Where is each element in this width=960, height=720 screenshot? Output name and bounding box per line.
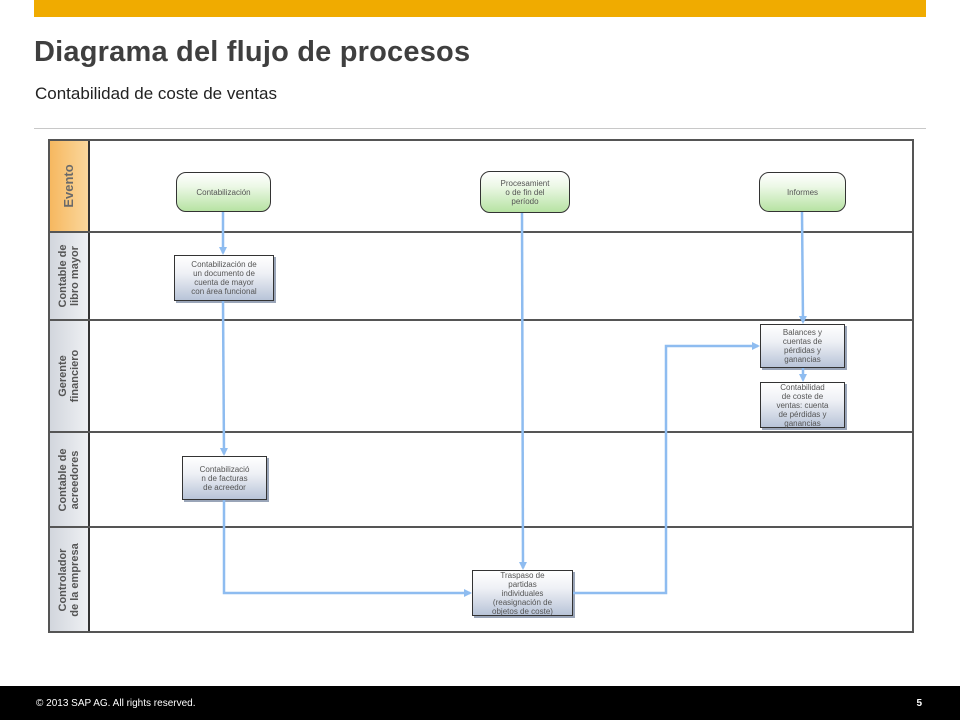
task-contabilizacion-documento-mayor[interactable]: Contabilización de un documento de cuent… bbox=[174, 255, 274, 301]
lane-label-text: Evento bbox=[61, 164, 76, 208]
lane-label-controlador-empresa: Controlador de la empresa bbox=[50, 528, 90, 631]
lane-label-gerente-financiero: Gerente financiero bbox=[50, 321, 90, 431]
page-number: 5 bbox=[916, 698, 922, 709]
page-subtitle: Contabilidad de coste de ventas bbox=[35, 84, 277, 103]
task-traspaso-partidas-individuales[interactable]: Traspaso de partidas individuales (reasi… bbox=[472, 570, 573, 616]
lane-separator bbox=[50, 526, 912, 528]
footer-bar: © 2013 SAP AG. All rights reserved. 5 bbox=[0, 686, 960, 720]
task-contabilidad-coste-ventas[interactable]: Contabilidad de coste de ventas: cuenta … bbox=[760, 382, 845, 428]
page-title: Diagrama del flujo de procesos bbox=[34, 36, 471, 68]
event-informes[interactable]: Informes bbox=[759, 172, 846, 212]
lane-label-contable-acreedores: Contable de acreedores bbox=[50, 433, 90, 526]
event-procesamiento-fin-periodo[interactable]: Procesamient o de fin del período bbox=[480, 171, 570, 213]
lane-separator bbox=[50, 231, 912, 233]
accent-bar bbox=[34, 0, 926, 17]
lane-label-evento: Evento bbox=[50, 141, 90, 231]
lane-separator bbox=[50, 431, 912, 433]
lane-label-contable-libro-mayor: Contable de libro mayor bbox=[50, 233, 90, 319]
lane-separator bbox=[50, 319, 912, 321]
copyright-text: © 2013 SAP AG. All rights reserved. bbox=[36, 698, 196, 709]
task-contabilizacion-facturas-acreedor[interactable]: Contabilizació n de facturas de acreedor bbox=[182, 456, 267, 500]
task-balances-perdidas-ganancias[interactable]: Balances y cuentas de pérdidas y gananci… bbox=[760, 324, 845, 368]
lane-label-text: Contable de acreedores bbox=[57, 448, 81, 511]
event-contabilizacion[interactable]: Contabilización bbox=[176, 172, 271, 212]
title-divider bbox=[34, 128, 926, 129]
lane-label-text: Contable de libro mayor bbox=[57, 244, 81, 308]
lane-label-text: Gerente financiero bbox=[57, 349, 81, 403]
lane-label-text: Controlador de la empresa bbox=[57, 542, 81, 617]
